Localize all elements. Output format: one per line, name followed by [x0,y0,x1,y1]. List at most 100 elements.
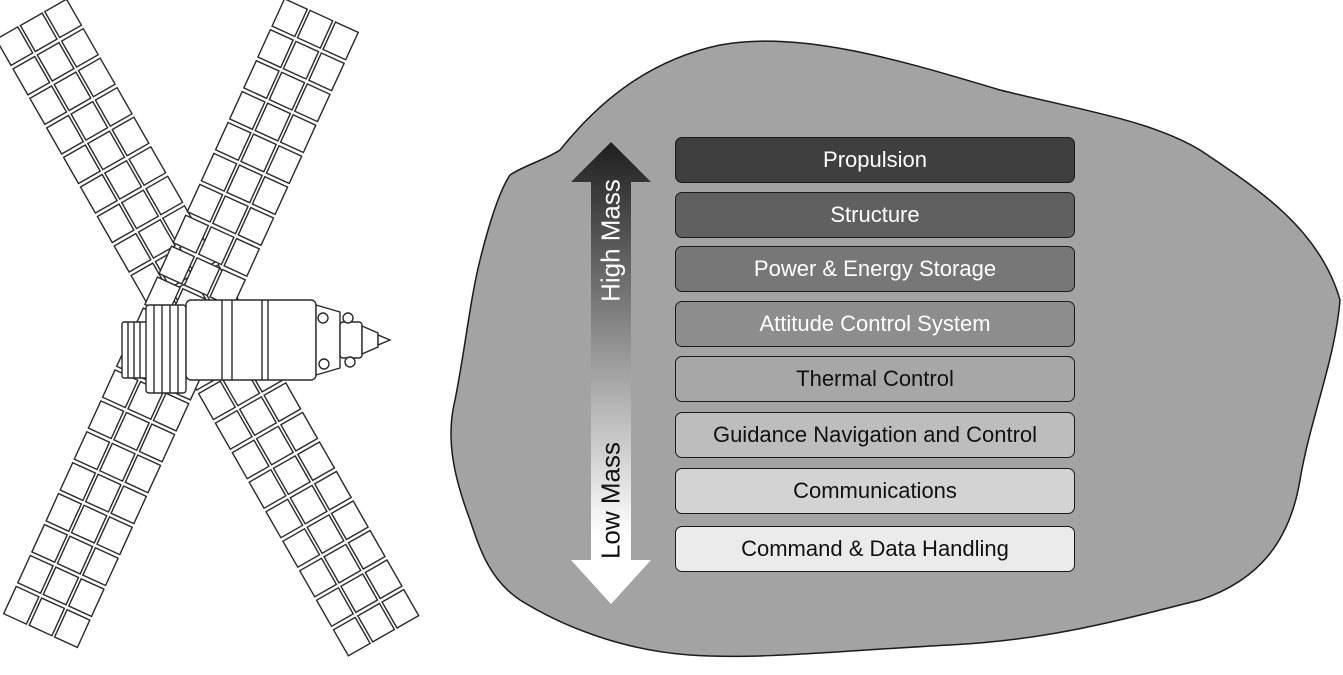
solar-cell [293,82,331,123]
solar-cell [306,513,345,555]
solar-cell [214,121,252,162]
solar-cell [77,57,117,98]
solar-cell [152,392,190,432]
solar-cell [113,232,152,273]
solar-cell [323,543,362,584]
solar-cell [94,86,133,128]
solar-cell [381,588,420,629]
solar-cell [120,189,160,230]
high-mass-label: High Mass [595,179,626,302]
solar-cell [172,214,210,254]
solar-cell [110,485,148,525]
solar-cell [347,529,386,570]
subsystem-box: Thermal Control [675,356,1075,402]
solar-cell [296,441,336,482]
solar-cell [356,602,396,643]
solar-cell [36,41,75,82]
subsystem-box: Power & Energy Storage [675,246,1075,292]
solar-cell [70,100,109,142]
subsystem-box: Command & Data Handling [675,526,1075,572]
solar-cell [59,461,97,502]
solar-cell [96,203,135,244]
solar-cell [12,55,51,96]
solar-cell [263,381,302,423]
solar-cell [238,395,278,437]
solar-cell [81,546,120,587]
solar-cell [254,102,292,142]
solar-cell [330,500,370,541]
solar-cell [62,144,102,185]
solar-cell [43,0,83,39]
subsystem-box: Attitude Control System [675,301,1075,347]
solar-cell [145,175,184,216]
solar-cell [240,133,278,173]
solar-cell [281,527,321,569]
solar-panel-arrays [0,0,420,657]
solar-cell [265,144,303,185]
solar-cell [279,113,317,154]
solar-cell [53,71,92,112]
solar-cell [313,470,353,511]
solar-cell [296,9,334,50]
solar-cell [56,535,94,575]
solar-cell [124,454,162,494]
solar-cell [225,164,264,204]
solar-cell [282,40,320,80]
subsystem-box: Communications [675,468,1075,514]
system-boundary-blob [450,40,1341,658]
solar-cell [53,608,91,649]
solar-cell [0,25,34,67]
solar-cell [2,585,40,626]
solar-cell [271,0,309,38]
solar-cell [158,245,196,285]
solar-cell [186,183,224,223]
solar-cell [231,439,270,480]
low-mass-label: Low Mass [595,441,626,560]
solar-cell [28,597,66,637]
solar-cell [16,554,54,595]
solar-cell [84,473,122,513]
solar-cell [98,442,136,483]
solar-cell [279,411,319,452]
solar-cell [112,411,151,452]
solar-cell [67,577,105,618]
solar-cell [340,572,379,614]
solar-cell [364,559,403,600]
solar-cell [96,515,134,556]
solar-cell [268,71,306,111]
solar-cell [111,116,150,157]
solar-cell [19,12,58,53]
subsystem-box: Structure [675,192,1075,238]
solar-cell [322,21,360,61]
solar-cell [70,504,108,544]
solar-cell [256,28,295,69]
solar-cell [183,256,221,297]
solar-cell [214,409,253,451]
solar-cell [289,484,328,525]
solar-cell [45,492,83,533]
solar-cell [30,523,69,564]
solar-cell [138,423,176,463]
solar-cell [265,498,304,539]
subsystem-box: Guidance Navigation and Control [675,412,1075,458]
solar-cell [200,152,238,193]
solar-cell [79,173,119,214]
solar-cell [86,130,126,171]
solar-cell [209,268,247,309]
solar-cell [223,237,261,278]
solar-cell [251,175,289,216]
subsystem-box: Propulsion [675,137,1075,183]
solar-cell [103,159,143,201]
solar-cell [197,380,237,421]
solar-cell [332,616,372,657]
solar-cell [228,90,266,131]
solar-cell [242,59,280,100]
satellite-body [121,299,392,394]
solar-cell [137,218,177,260]
solar-cell [87,399,125,440]
solar-cell [60,27,100,69]
solar-cell [211,195,249,235]
solar-cell [42,566,80,606]
